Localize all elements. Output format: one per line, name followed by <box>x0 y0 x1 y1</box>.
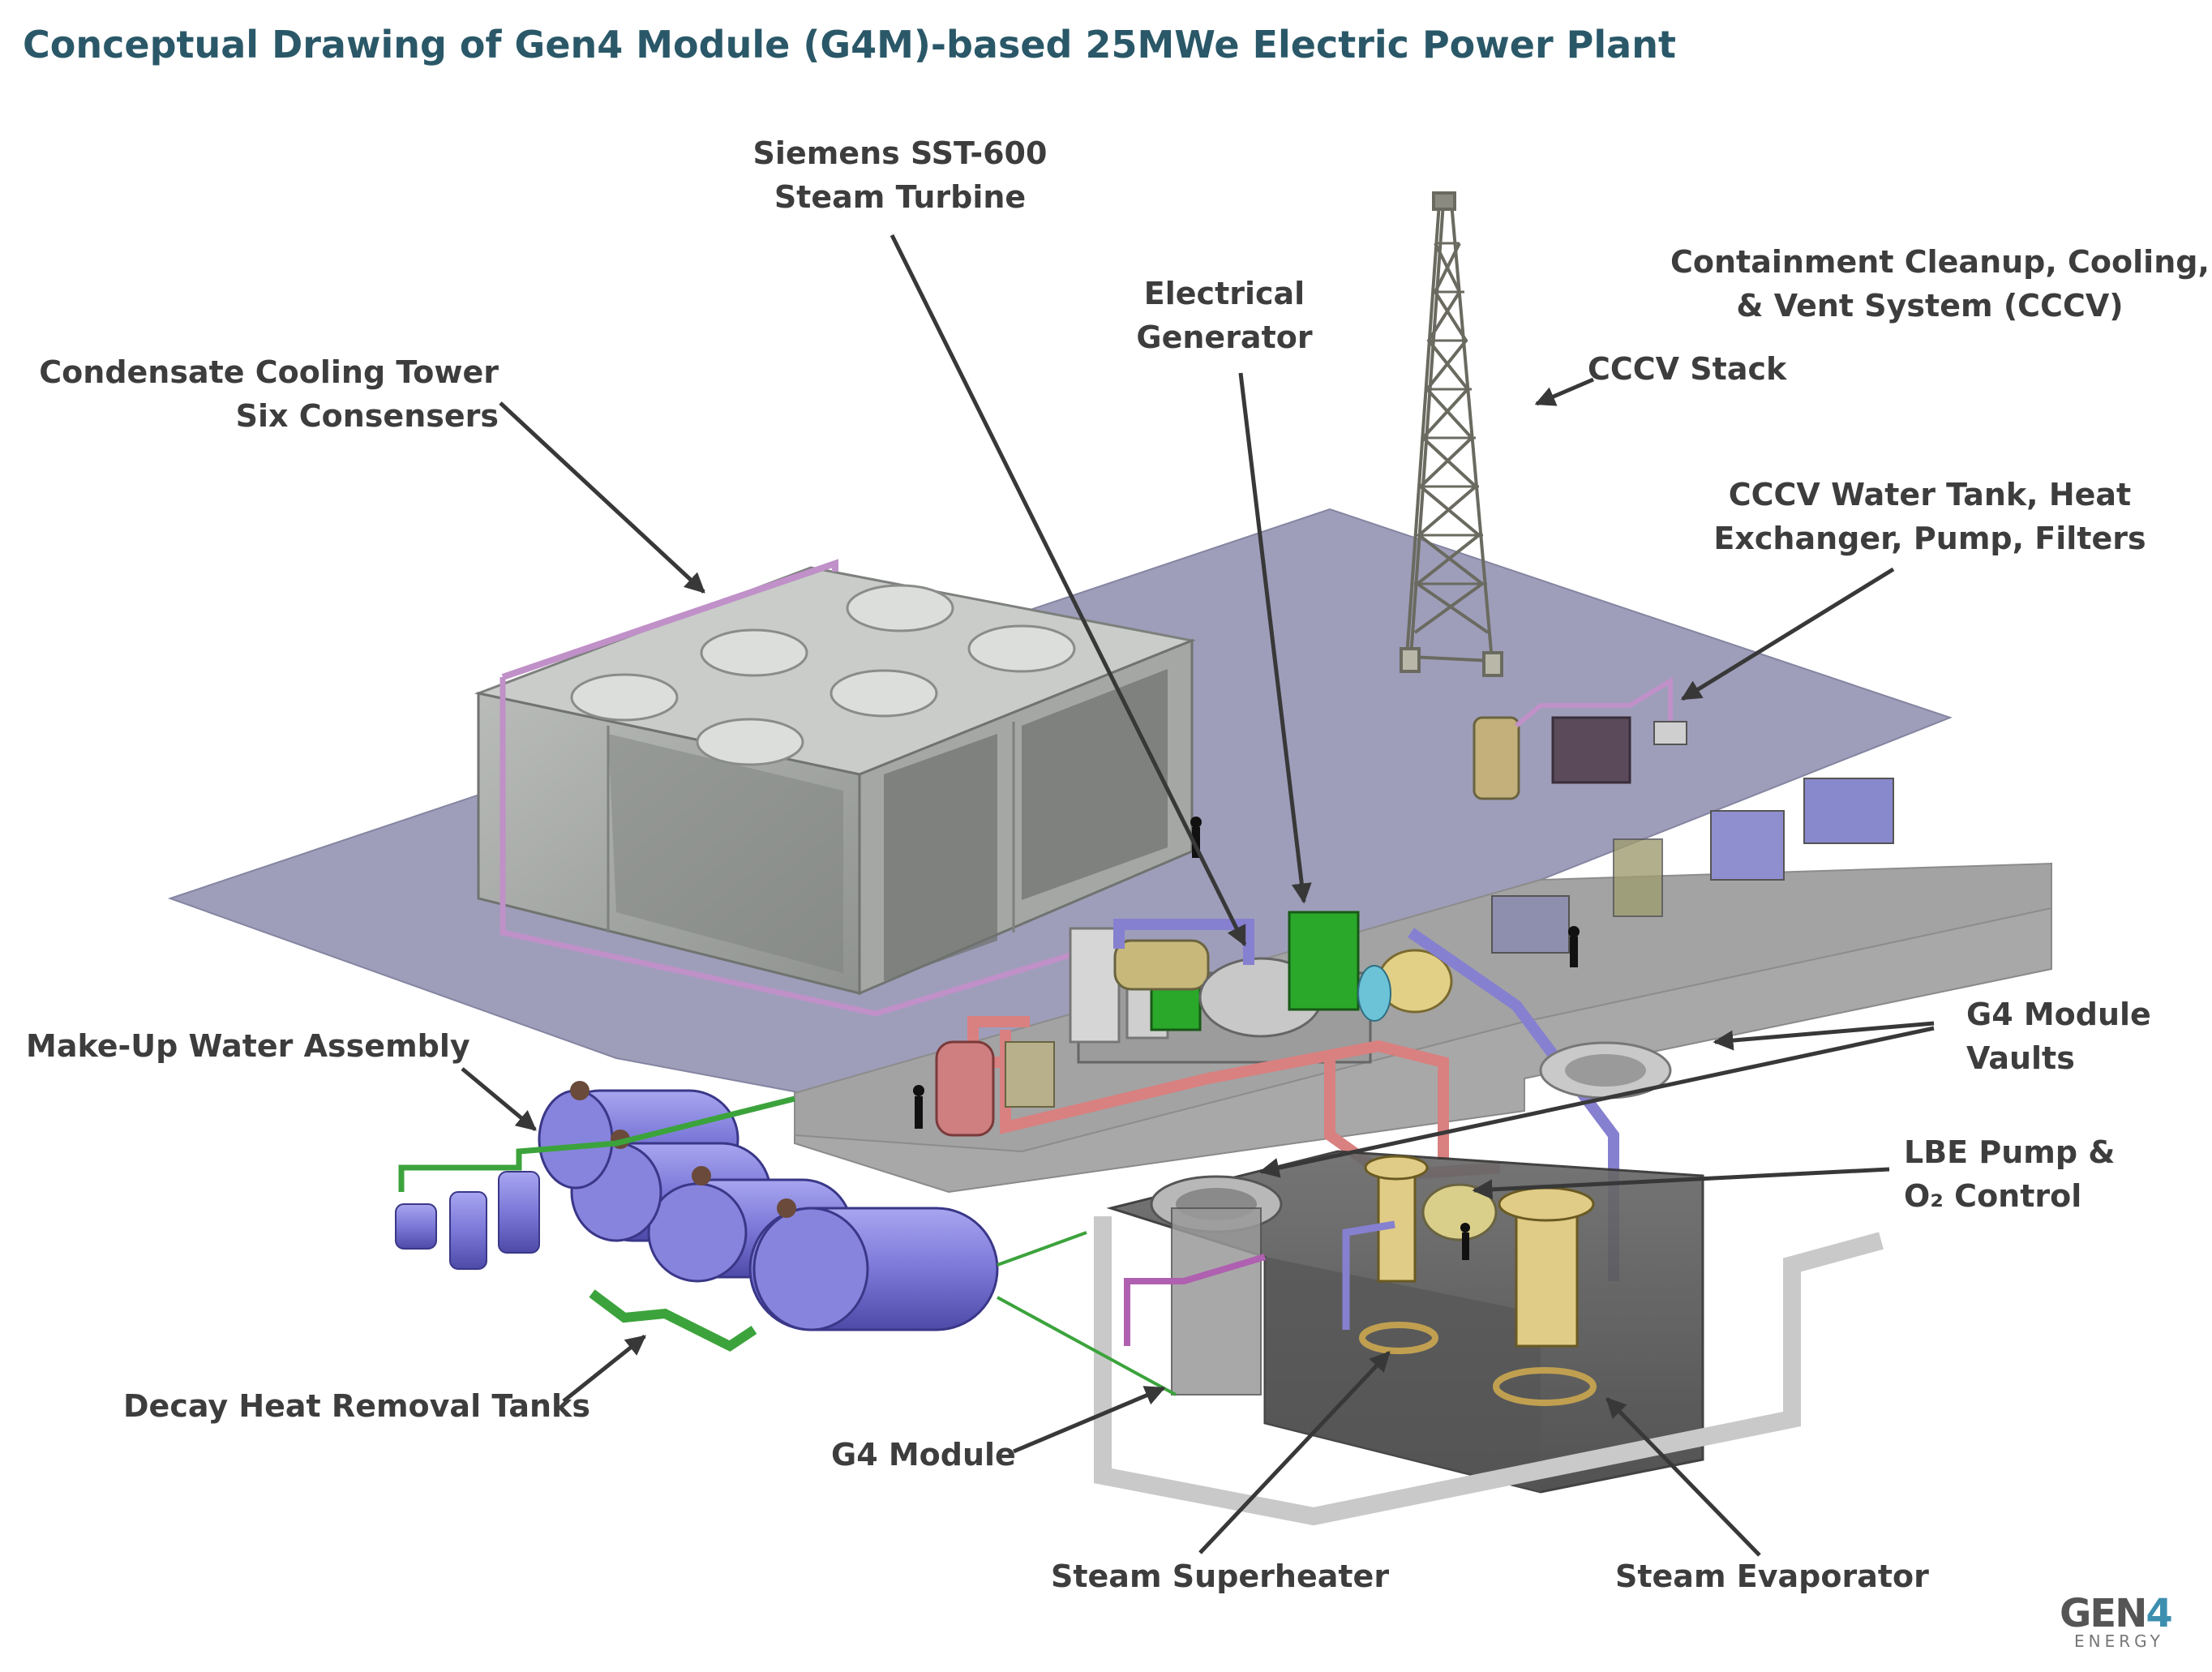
label-cccv-system: Containment Cleanup, Cooling, & Vent Sys… <box>1670 244 2210 324</box>
label-electrical-generator: Electrical Generator <box>1136 276 1313 355</box>
label-cccv-stack: CCCV Stack <box>1588 351 1787 387</box>
label-steam-evaporator: Steam Evaporator <box>1615 1558 1929 1594</box>
module-vault <box>1094 1041 1884 1526</box>
decay-heat-tanks <box>395 1081 1177 1396</box>
label-steam-superheater: Steam Superheater <box>1051 1558 1390 1594</box>
label-decay-heat-tanks: Decay Heat Removal Tanks <box>123 1388 590 1424</box>
label-g4-module: G4 Module <box>831 1437 1016 1473</box>
page-title: Conceptual Drawing of Gen4 Module (G4M)-… <box>23 23 1676 66</box>
cooling-tower <box>474 559 1197 1017</box>
label-g4-module-vaults: G4 Module Vaults <box>1966 997 2151 1076</box>
label-cooling-tower: Condensate Cooling Tower Six Consensers <box>39 354 499 434</box>
cccv-stack <box>1400 191 1503 677</box>
gen4-energy-logo: GEN4 ENERGY <box>2060 1591 2173 1651</box>
label-steam-turbine: Siemens SST-600 Steam Turbine <box>752 135 1048 215</box>
callout-arrows <box>461 234 1935 1557</box>
label-makeup-water: Make-Up Water Assembly <box>26 1028 470 1064</box>
label-lbe-pump: LBE Pump & O₂ Control <box>1904 1134 2116 1214</box>
electrical-cabinets <box>1491 778 1894 954</box>
label-cccv-water-tank: CCCV Water Tank, Heat Exchanger, Pump, F… <box>1713 477 2146 556</box>
cccv-water-tank <box>1473 676 1687 800</box>
